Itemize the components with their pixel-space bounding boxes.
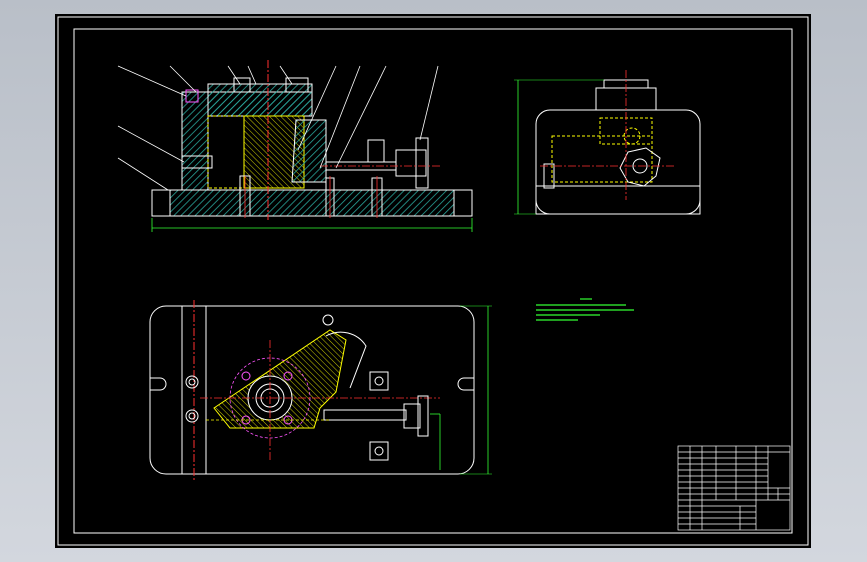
leader-lines [117,65,439,191]
drawing-frame [57,16,809,546]
side-view [514,70,701,215]
fixture-assembly-drawing [57,16,809,546]
base-plate [151,189,473,217]
support-column [181,91,209,191]
front-section-view [117,60,473,232]
drawing-sheet [55,14,811,548]
top-view [149,300,492,480]
title-block [677,445,791,531]
side-body [535,109,701,215]
star-knob-side [619,147,661,187]
technical-requirements [536,298,634,321]
